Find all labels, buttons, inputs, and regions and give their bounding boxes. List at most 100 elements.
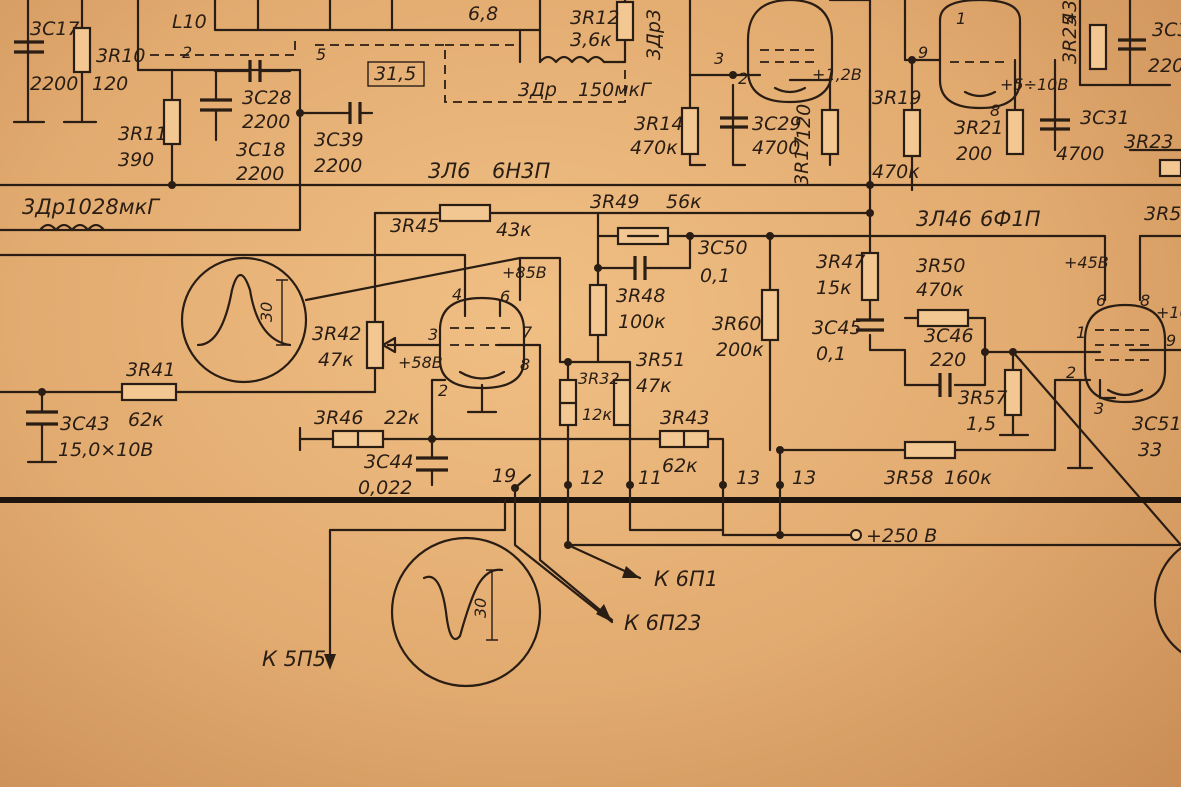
resistor-r48 [588, 283, 608, 337]
junction-dots [38, 56, 1017, 549]
lbl-r58v: 160к [944, 467, 992, 489]
lbl-c51: 3C51 [1132, 413, 1181, 435]
resistor-r14 [680, 106, 700, 156]
resistor-r25 [1088, 23, 1108, 71]
lbl-c31v: 4700 [1056, 143, 1104, 165]
lbl-c50: 3C50 [698, 237, 748, 259]
lbl-r23: 3R23 [1124, 131, 1173, 153]
lbl-v45: +45В [1064, 253, 1109, 272]
capacitor-c17 [14, 40, 44, 54]
lbl-dr-lv: 150мкГ [578, 79, 652, 101]
capacitor-c29 [720, 116, 748, 129]
lbl-c45v: 0,1 [816, 343, 846, 365]
lbl-r17: 3R17 [791, 137, 813, 186]
lbl-r58: 3R58 [884, 467, 933, 489]
arrow-k6p23 [596, 604, 612, 622]
resistor-r50 [916, 308, 970, 328]
capacitor-c3x [1118, 38, 1146, 51]
lbl-r12: 3R12 [570, 7, 619, 29]
lbl-c44v: 0,022 [358, 477, 412, 499]
lbl-r50: 3R50 [916, 255, 965, 277]
inductor-dr [538, 55, 606, 64]
waveform-circle-upper [180, 256, 308, 384]
lbl-pin9b: 9 [1166, 331, 1176, 350]
lbl-r57v: 1,5 [966, 413, 996, 435]
lbl-tube6t: 6Н3П [492, 159, 551, 183]
lbl-r14v: 470к [630, 137, 678, 159]
lbl-dr-l: 3Др [518, 79, 557, 101]
resistor-r51 [612, 378, 632, 427]
lbl-pin4: 4 [452, 285, 462, 304]
lbl-c3xv: 2200 [1148, 55, 1181, 77]
lbl-pin9: 9 [918, 43, 928, 62]
lbl-r47: 3R47 [816, 251, 865, 273]
lbl-p13a: 13 [736, 467, 760, 489]
lbl-pin6: 6 [500, 287, 510, 306]
lbl-r43v: 62к [662, 455, 698, 477]
capacitor-c31 [1040, 118, 1070, 131]
lbl-pin1t: 1 [956, 9, 966, 28]
lbl-r32: 3R32 [578, 369, 620, 388]
waveform-circle-right [1153, 546, 1181, 654]
lbl-c18: 3C18 [236, 139, 286, 161]
lbl-dr3: 3Др3 [643, 9, 665, 60]
resistor-r19 [902, 108, 922, 158]
lbl-c44: 3C44 [364, 451, 414, 473]
lbl-r48v: 100к [618, 311, 666, 333]
lbl-n2: 2 [182, 43, 192, 62]
lbl-c39v: 2200 [314, 155, 362, 177]
lbl-r42: 3R42 [312, 323, 361, 345]
lbl-c28v: 2200 [242, 111, 290, 133]
capacitor-c45 [856, 318, 884, 332]
lbl-r60v: 200к [716, 339, 764, 361]
capacitor-c18 [200, 98, 232, 112]
lbl-l10: L10 [172, 11, 207, 33]
lbl-r21: 3R21 [954, 117, 1003, 139]
labels: 3C17 2200 3R10 120 L10 2 5 31,5 6,8 3R12… [22, 0, 1181, 671]
capacitor-c46 [938, 373, 952, 397]
lbl-c50v: 0,1 [700, 265, 730, 287]
lbl-r49v: 56к [666, 191, 702, 213]
lbl-r25: 3R25 [1059, 15, 1081, 64]
lbl-c45: 3C45 [812, 317, 862, 339]
lbl-r47v: 15к [816, 277, 852, 299]
lbl-k6p1: К 6П1 [654, 567, 718, 591]
lbl-box: 31,5 [374, 63, 416, 85]
tube-6n3p [438, 296, 526, 390]
lbl-r51v: 47к [636, 375, 672, 397]
lbl-r11: 3R11 [118, 123, 167, 145]
lbl-tube4: 3Л46 [916, 207, 972, 231]
lbl-c31: 3C31 [1080, 107, 1130, 129]
lbl-tube6: 3Л6 [428, 159, 471, 183]
lbl-pin2b: 2 [1066, 363, 1076, 382]
lbl-p12: 12 [580, 467, 604, 489]
lbl-pin6b: 6 [1096, 291, 1106, 310]
lbl-c17v: 2200 [30, 73, 78, 95]
resistor-r41 [120, 382, 178, 402]
lbl-k5p5: К 5П5 [262, 647, 326, 671]
capacitor-c44 [416, 456, 448, 472]
arrow-k6p1 [622, 566, 640, 578]
resistor-r11 [162, 98, 182, 146]
top-wiring [0, 0, 1181, 232]
lbl-r42v: 47к [318, 349, 354, 371]
lbl-r25v: 43к [1059, 0, 1081, 24]
resistor-r12 [615, 0, 635, 42]
lbl-v10: +10 [1156, 303, 1181, 322]
lbl-n5: 5 [316, 45, 326, 64]
lbl-c51v: 33 [1138, 439, 1162, 461]
resistor-r42 [365, 320, 385, 370]
lbl-pin2t: 2 [738, 69, 748, 88]
lbl-p19: 19 [492, 465, 516, 487]
lbl-dr10: 3Др10 [22, 195, 92, 219]
lbl-r11v: 390 [118, 149, 154, 171]
lbl-r5x: 3R5 [1144, 203, 1181, 225]
lbl-c29v: 4700 [752, 137, 800, 159]
lbl-c46v: 220 [930, 349, 966, 371]
lbl-c17: 3C17 [30, 18, 80, 40]
capacitor-c39 [348, 102, 362, 124]
resistor-r57 [1003, 368, 1023, 417]
lbl-r10v: 120 [92, 73, 128, 95]
middle-wiring [0, 208, 1181, 547]
lbl-k6p23: К 6П23 [624, 611, 701, 635]
